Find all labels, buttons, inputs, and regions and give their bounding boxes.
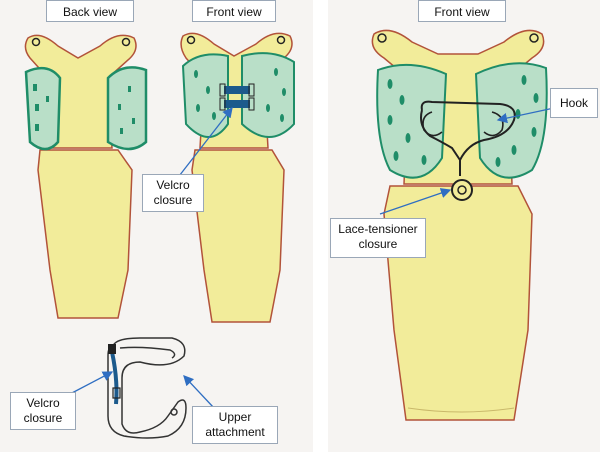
large-hole [399, 95, 405, 105]
large-hole [531, 127, 537, 137]
large-hole [515, 109, 521, 119]
velcro-buckle [219, 83, 226, 97]
right-panel: Front view Hook Lace-tensioner closure [328, 0, 600, 452]
large-lower-edge [407, 407, 515, 413]
back-view-splint [24, 34, 148, 319]
front-view-hole [280, 114, 284, 122]
velcro-strap [224, 86, 250, 94]
large-right-hole [529, 33, 539, 43]
front-view-hole [282, 88, 286, 96]
back-view-right-hole [121, 37, 131, 47]
upper-attachment-line1: Upper [218, 410, 252, 424]
front-view-right-wing [241, 52, 295, 138]
front-view-left-hole [186, 35, 196, 45]
back-view-slot [33, 84, 37, 91]
lace-line2: closure [358, 237, 398, 251]
back-view-lower-body [37, 149, 133, 319]
upper-attachment-velcro [110, 351, 119, 405]
large-left-wing [376, 63, 448, 179]
upper-attachment-label: Upper attachment [192, 406, 278, 444]
back-view-slot [120, 128, 123, 134]
left-hook [422, 111, 443, 137]
upper-attachment-line2: attachment [205, 425, 265, 439]
back-view-slot [118, 104, 121, 110]
velcro-bottom-arrow [69, 371, 114, 395]
lace-tensioner-label: Lace-tensioner closure [330, 218, 426, 258]
lace-loop-left [420, 109, 461, 161]
large-right-wing [474, 62, 548, 179]
upper-attachment-clip [112, 387, 121, 399]
front-view-hole [212, 112, 216, 120]
large-hole [421, 155, 427, 165]
large-hole [533, 93, 539, 103]
velcro-strap [224, 100, 250, 108]
lace-line1: Lace-tensioner [338, 222, 418, 236]
velcro-bottom-line1: Velcro [26, 396, 60, 410]
front-view-hole [266, 104, 270, 112]
velcro-buckle [248, 97, 255, 111]
upper-attachment-arrow [183, 375, 215, 409]
velcro-top-arrow [175, 106, 233, 181]
lace-tensioner-dial [451, 179, 473, 201]
large-hole [387, 79, 393, 89]
front-view-label-right: Front view [418, 0, 506, 22]
front-view-hole [196, 104, 200, 112]
large-hole [495, 157, 501, 167]
large-left-hole [377, 33, 387, 43]
large-hole [393, 151, 399, 161]
hook-label: Hook [550, 88, 598, 118]
front-view-lower-body [191, 149, 285, 323]
front-view-right-hole [276, 35, 286, 45]
velcro-closure-label-bottom: Velcro closure [10, 392, 76, 430]
velcro-bottom-line2: closure [23, 411, 63, 425]
lace-loop [420, 100, 516, 176]
large-hole [511, 145, 517, 155]
front-view-hole [206, 86, 210, 94]
left-panel: Back view Front view Velcro closure Velc… [0, 0, 313, 452]
back-view-slot [46, 96, 49, 102]
back-view-slot [128, 86, 131, 92]
hook-arrow [496, 107, 555, 124]
upper-attachment-sketch [107, 337, 187, 439]
large-hole [521, 75, 527, 85]
back-view-slot [132, 118, 135, 124]
back-view-left-wing [24, 66, 62, 151]
large-hole [405, 133, 411, 143]
back-view-label: Back view [46, 0, 134, 22]
front-view-hole [274, 68, 278, 76]
front-view-splint [180, 32, 295, 323]
velcro-buckle [248, 83, 255, 97]
velcro-top-line2: closure [153, 193, 193, 207]
front-view-label-left: Front view [192, 0, 276, 22]
front-view-hole [194, 70, 198, 78]
back-view-slot [35, 124, 39, 131]
back-view-left-hole [31, 37, 41, 47]
lace-arrow [379, 188, 452, 215]
left-drawing [24, 32, 295, 439]
back-view-right-wing [106, 66, 148, 151]
large-hole [387, 115, 393, 125]
velcro-closure-label-top: Velcro closure [142, 174, 204, 212]
lace-tensioner-center [457, 185, 467, 195]
velcro-top-line1: Velcro [156, 178, 190, 192]
back-view-slot [35, 104, 39, 111]
upper-attachment-clip [108, 344, 116, 354]
